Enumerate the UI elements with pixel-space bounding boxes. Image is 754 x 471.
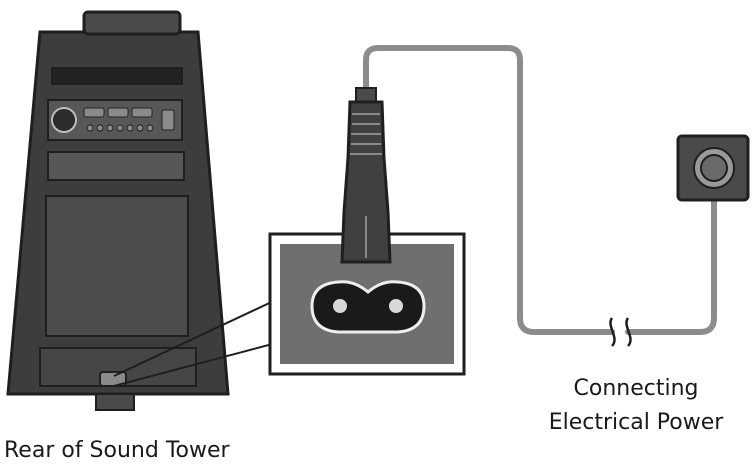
inlet-socket [310, 280, 426, 334]
sound-tower-icon [6, 10, 230, 411]
connecting-power-label: Connecting Electrical Power [536, 372, 736, 440]
tower-buttons [83, 107, 175, 132]
tower-speaker-grille [45, 195, 189, 337]
tower-top-slot [51, 67, 183, 85]
rear-of-sound-tower-label: Rear of Sound Tower [4, 438, 230, 463]
cable-break-icon [609, 317, 632, 347]
connecting-power-line1: Connecting [573, 376, 699, 401]
power-plug-icon [340, 87, 392, 264]
power-cable [363, 45, 717, 335]
plug-body [340, 100, 392, 264]
ac-inlet-icon [268, 232, 466, 376]
wall-outlet-icon [676, 134, 750, 202]
tower-foot [95, 393, 135, 411]
zoom-callout-lines [113, 297, 281, 387]
plug-cable-end [355, 87, 377, 103]
tower-top-handle [82, 10, 182, 36]
tower-mid-panel [47, 151, 185, 181]
tower-volume-knob [51, 107, 77, 133]
plug-grip-ridges [350, 113, 382, 155]
tower-power-inlet [99, 371, 127, 387]
connecting-power-line2: Electrical Power [548, 410, 724, 435]
